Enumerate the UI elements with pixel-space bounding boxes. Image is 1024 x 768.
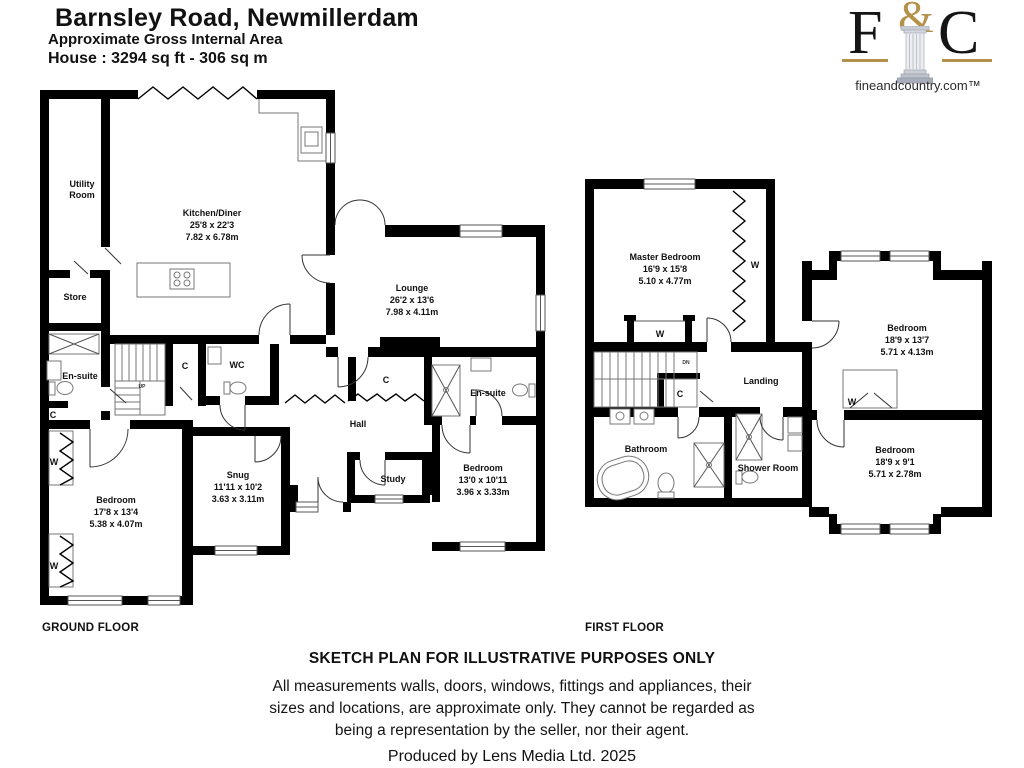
stairs-up-label: UP [139, 384, 147, 390]
room-label-bedroom-right: Bedroom [463, 463, 503, 473]
logo-website: fineandcountry.com™ [855, 78, 981, 93]
bedroom-right-dims-metric: 3.96 x 3.33m [456, 487, 509, 497]
wardrobe-label: W [656, 329, 665, 339]
cupboard-label: C [182, 361, 189, 371]
snug-dims-imperial: 11'11 x 10'2 [214, 482, 262, 492]
lounge-dims-imperial: 26'2 x 13'6 [390, 295, 434, 305]
area-line: House : 3294 sq ft - 306 sq m [48, 50, 268, 67]
room-label-store: Store [63, 292, 86, 302]
bedroom-right-dims-imperial: 13'0 x 10'11 [459, 475, 508, 485]
logo-letter-f: F [848, 0, 883, 67]
disclaimer-line-1: All measurements walls, doors, windows, … [272, 678, 752, 695]
cupboard-label: C [677, 389, 684, 399]
room-label-hall: Hall [350, 419, 367, 429]
ground-floor-windows [67, 132, 546, 606]
room-label-lounge: Lounge [396, 283, 429, 293]
disclaimer-line-2: sizes and locations, are approximate onl… [269, 700, 755, 717]
first-floor-windows [643, 178, 930, 535]
kitchen-dims-imperial: 25'8 x 22'3 [190, 220, 234, 230]
kitchen-counter-sink [258, 99, 326, 162]
stairs-first [593, 351, 698, 408]
bifold-doors-kitchen [137, 86, 258, 100]
room-label-kitchen: Kitchen/Diner [183, 208, 242, 218]
stairs-ground [114, 343, 166, 416]
room-label-study: Study [380, 474, 405, 484]
kitchen-dims-metric: 7.82 x 6.78m [185, 232, 238, 242]
wardrobe-label: W [50, 561, 59, 571]
ground-floor-plan: Utility Room Store En-suite C Kitchen/Di… [40, 86, 546, 606]
first-floor-doors [677, 317, 845, 448]
room-label-bedroom-bottom: Bedroom [875, 445, 915, 455]
first-floor-label: FIRST FLOOR [585, 622, 664, 634]
room-label-ensuite-left: En-suite [62, 371, 98, 381]
wardrobe-label: W [50, 457, 59, 467]
room-label-utility-1: Utility [69, 179, 94, 189]
wardrobe-label: W [848, 397, 857, 407]
room-label-snug: Snug [227, 470, 250, 480]
bedroom-top-dims-imperial: 18'9 x 13'7 [885, 335, 929, 345]
room-label-landing: Landing [744, 376, 779, 386]
wardrobe-left-2 [48, 533, 75, 588]
disclaimer-line-3: being a representation by the seller, no… [334, 722, 690, 739]
first-floor-walls [585, 179, 992, 534]
subtitle-area: Approximate Gross Internal Area [48, 31, 283, 48]
bedroom-bottom-dims-metric: 5.71 x 2.78m [868, 469, 921, 479]
page-title: Barnsley Road, Newmillerdam [55, 4, 419, 32]
kitchen-island [136, 262, 231, 298]
room-label-bedroom-top: Bedroom [887, 323, 927, 333]
stairs-dn-label: DN [682, 360, 690, 366]
wc-fixtures [207, 346, 247, 395]
cupboard-label: C [50, 410, 57, 420]
wardrobe-label: W [751, 260, 760, 270]
lounge-dims-metric: 7.98 x 4.11m [386, 307, 439, 317]
snug-dims-metric: 3.63 x 3.11m [212, 494, 265, 504]
room-label-ensuite-right: En-suite [470, 388, 506, 398]
master-dims-imperial: 16'9 x 15'8 [643, 264, 687, 274]
room-label-bathroom: Bathroom [625, 444, 668, 454]
room-label-shower-room: Shower Room [738, 463, 799, 473]
ground-floor-label: GROUND FLOOR [42, 622, 139, 634]
master-wardrobe-zigzag [731, 190, 747, 332]
room-label-utility-2: Room [69, 190, 95, 200]
ensuite-left-fixtures [46, 333, 100, 396]
master-dims-metric: 5.10 x 4.77m [638, 276, 691, 286]
fine-and-country-logo: F & C fineandcountry.com™ [838, 0, 998, 98]
sketch-note: SKETCH PLAN FOR ILLUSTRATIVE PURPOSES ON… [308, 650, 716, 667]
pillar-icon [897, 26, 933, 84]
room-label-bedroom-left: Bedroom [96, 495, 136, 505]
room-label-master: Master Bedroom [629, 252, 700, 262]
bedroom-top-wardrobe [842, 369, 898, 409]
bifold-doors-cupboard [347, 393, 425, 402]
logo-letter-c: C [938, 0, 980, 67]
cupboard-label: C [383, 375, 390, 385]
logo-gold-bar-right [942, 59, 992, 62]
bedroom-left-dims-metric: 5.38 x 4.07m [89, 519, 142, 529]
ensuite-right-fixtures [431, 357, 536, 417]
bathroom-fixtures [596, 408, 725, 501]
bedroom-bottom-dims-imperial: 18'9 x 9'1 [875, 457, 914, 467]
bifold-doors-hall [284, 394, 346, 404]
wardrobe-left-1 [48, 430, 75, 486]
first-floor-plan: Master Bedroom 16'9 x 15'8 5.10 x 4.77m … [585, 178, 992, 535]
bedroom-left-dims-imperial: 17'8 x 13'4 [94, 507, 138, 517]
logo-gold-bar-left [842, 59, 888, 62]
ground-floor-walls [40, 90, 545, 605]
produced-by: Produced by Lens Media Ltd. 2025 [387, 748, 637, 765]
bedroom-top-dims-metric: 5.71 x 4.13m [880, 347, 933, 357]
shower-room-fixtures [735, 413, 803, 485]
ground-floor-doors [73, 199, 503, 503]
room-label-wc: WC [230, 360, 245, 370]
